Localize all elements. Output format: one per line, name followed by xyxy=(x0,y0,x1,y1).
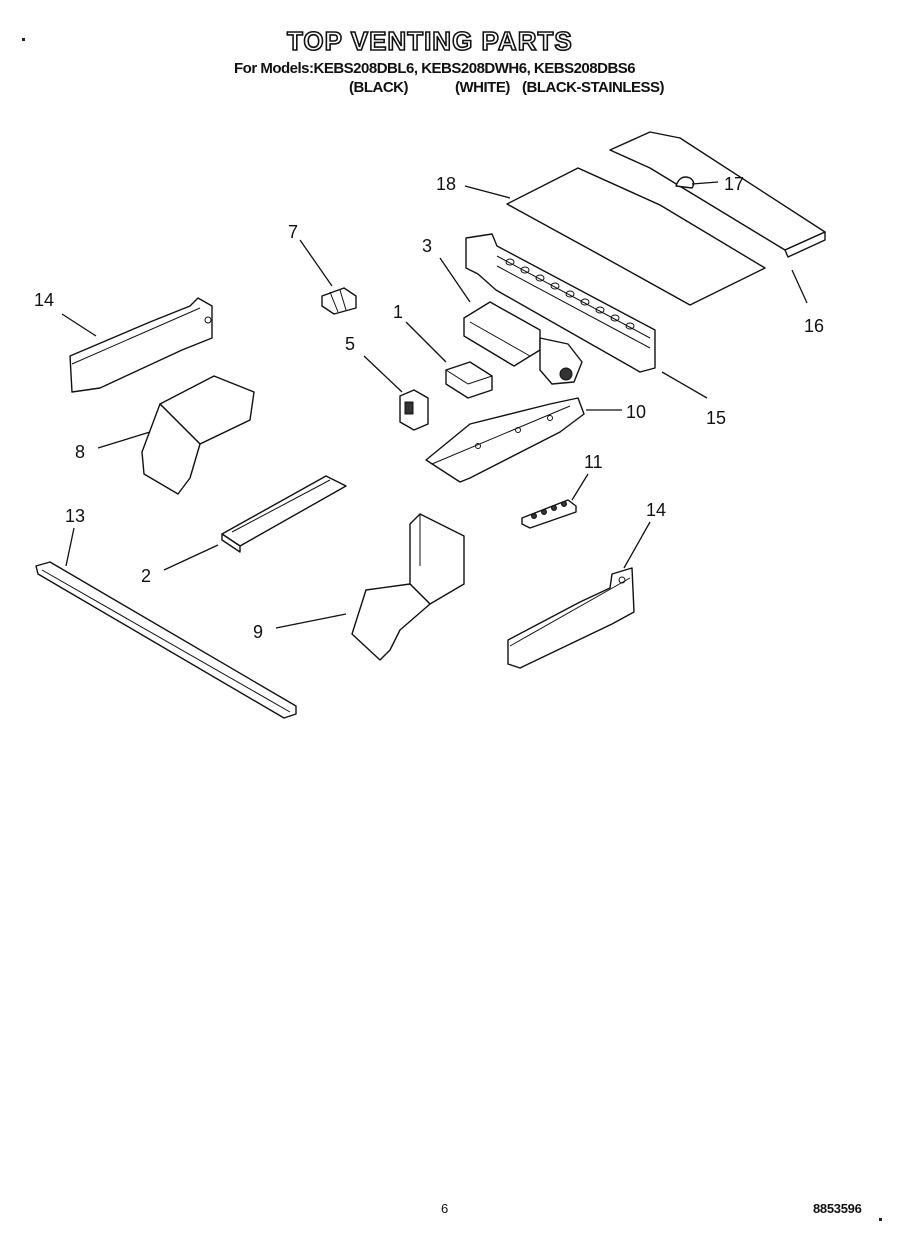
part-10-base-plate xyxy=(425,397,585,483)
callout-8: 8 xyxy=(75,442,85,462)
callout-7: 7 xyxy=(288,222,298,242)
finish-labels: (BLACK) (WHITE) (BLACK-STAINLESS) xyxy=(349,79,689,97)
callout-13: 13 xyxy=(65,506,85,526)
part-16-vent-panel xyxy=(609,131,826,258)
part-14-right-side-bracket xyxy=(507,567,635,669)
part-7-connector xyxy=(321,287,357,315)
callout-14-left: 14 xyxy=(34,290,54,310)
leader-14-left xyxy=(61,313,97,337)
leader-2 xyxy=(163,544,219,571)
leader-17 xyxy=(691,181,719,185)
leader-lines xyxy=(61,181,808,629)
part-3-motor-assembly xyxy=(463,301,583,385)
callout-numbers: 18 17 16 15 3 7 1 5 14 8 10 11 13 2 9 14 xyxy=(34,174,824,642)
part-1-block xyxy=(445,361,493,399)
page-title: TOP VENTING PARTS xyxy=(286,25,573,57)
callout-1: 1 xyxy=(393,302,403,322)
registration-mark xyxy=(879,1218,882,1221)
callout-3: 3 xyxy=(422,236,432,256)
finish-black-stainless: (BLACK-STAINLESS) xyxy=(522,79,665,96)
callout-11: 11 xyxy=(584,452,603,472)
part-5-switch xyxy=(399,389,429,431)
leader-14-right xyxy=(623,521,651,569)
leader-18 xyxy=(464,185,511,199)
leader-11 xyxy=(571,473,589,501)
leader-15 xyxy=(661,371,708,399)
callout-5: 5 xyxy=(345,334,355,354)
part-8-duct xyxy=(141,375,255,495)
part-11-terminal-block xyxy=(521,499,577,529)
leader-16 xyxy=(791,269,808,304)
page-number: 6 xyxy=(441,1201,449,1216)
model-list: For Models:KEBS208DBL6, KEBS208DWH6, KEB… xyxy=(234,60,636,77)
document-code: 8853596 xyxy=(813,1201,862,1216)
callout-10: 10 xyxy=(626,402,646,422)
callout-16: 16 xyxy=(804,316,824,336)
leader-3 xyxy=(439,257,471,303)
leader-13 xyxy=(65,527,75,567)
part-14-left-side-bracket xyxy=(69,297,213,393)
registration-mark xyxy=(22,38,25,41)
finish-black: (BLACK) xyxy=(349,79,408,96)
part-13-long-trim xyxy=(35,561,297,719)
callout-18: 18 xyxy=(436,174,456,194)
part-9-duct xyxy=(351,513,465,661)
part-17-clip xyxy=(675,176,695,189)
leader-9 xyxy=(275,613,347,629)
leader-1 xyxy=(405,321,447,363)
leader-8 xyxy=(97,431,151,449)
part-15-slotted-rail xyxy=(465,233,656,373)
part-18-cover-plate xyxy=(506,167,766,306)
callout-14-right: 14 xyxy=(646,500,666,520)
leader-5 xyxy=(363,355,403,393)
leader-7 xyxy=(299,239,333,287)
callout-9: 9 xyxy=(253,622,263,642)
part-2-filter xyxy=(221,475,347,553)
callout-2: 2 xyxy=(141,566,151,586)
finish-white: (WHITE) xyxy=(455,79,510,96)
callout-17: 17 xyxy=(724,174,744,194)
callout-15: 15 xyxy=(706,408,726,428)
